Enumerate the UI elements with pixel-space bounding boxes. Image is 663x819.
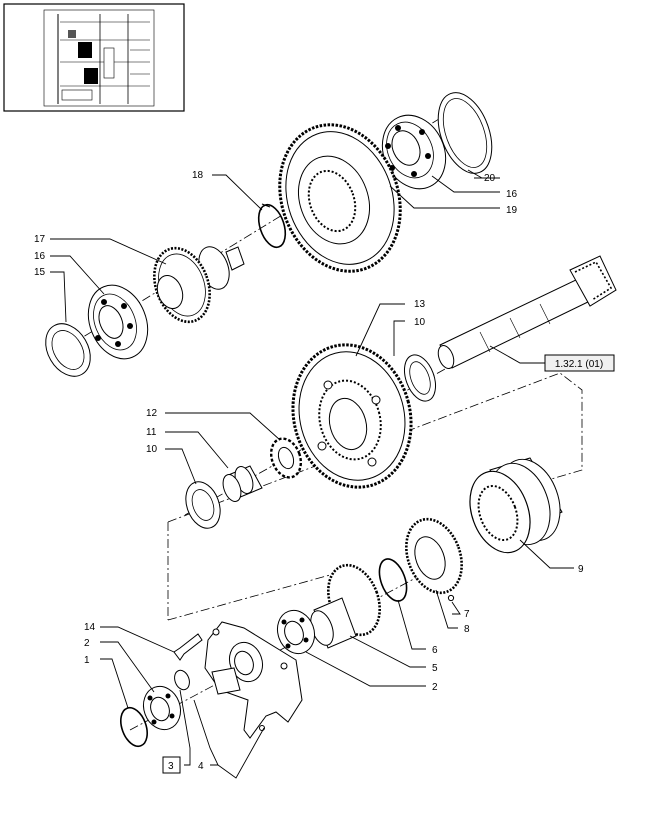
callout-1: 1 [84, 655, 90, 666]
bolt-14 [173, 633, 203, 661]
callout-6: 6 [432, 645, 438, 656]
callout-8: 8 [464, 624, 470, 635]
bearing-2-right [276, 609, 316, 655]
gear-13 [291, 343, 413, 489]
ref-label[interactable]: 1.32.1 (01) [555, 359, 603, 370]
inset-thumbnail [3, 3, 185, 112]
assembly-boundary [167, 372, 583, 523]
gear-5 [310, 563, 381, 649]
gear-8 [405, 517, 463, 595]
leader-lines [50, 169, 574, 779]
washer-15 [45, 323, 91, 377]
callout-10-left: 10 [146, 444, 158, 455]
ball-7 [447, 594, 455, 602]
axis-top [69, 99, 471, 346]
callout-2-right: 2 [432, 682, 438, 693]
callout-19: 19 [506, 205, 518, 216]
callout-9: 9 [578, 564, 584, 575]
item-3-box [162, 756, 181, 774]
callout-10-right: 10 [414, 317, 426, 328]
bearing-16-left [87, 284, 149, 360]
circlip-18 [257, 203, 287, 249]
callout-12: 12 [146, 408, 158, 419]
gear-19 [278, 123, 402, 273]
callout-4: 4 [198, 761, 204, 772]
assembly-boundary-bottom [167, 574, 331, 621]
bearing-1 [142, 685, 182, 731]
housing-bracket [204, 621, 303, 739]
washer-10-left [185, 481, 221, 529]
pinion-shaft [437, 255, 617, 370]
snap-ring-6 [378, 558, 408, 602]
callout-18: 18 [192, 170, 204, 181]
callout-16-left: 16 [34, 251, 46, 262]
callout-16-top: 16 [506, 189, 518, 200]
callout-2-left: 2 [84, 638, 90, 649]
washer-2-left [174, 669, 190, 691]
callout-5: 5 [432, 663, 438, 674]
snap-ring-1 [120, 706, 148, 748]
shaft-gear-17 [153, 246, 245, 324]
callout-20: 20 [484, 173, 496, 184]
callout-7: 7 [464, 609, 470, 620]
callout-17: 17 [34, 234, 46, 245]
bearing-16-top [381, 114, 447, 190]
bush-11 [222, 465, 263, 502]
callout-3: 3 [168, 761, 174, 772]
reference-box[interactable] [544, 354, 615, 372]
coupling-9 [469, 457, 563, 554]
washer-10-right [403, 354, 437, 402]
callout-14: 14 [84, 622, 96, 633]
callout-13: 13 [414, 299, 426, 310]
callout-11: 11 [146, 427, 157, 438]
callout-15: 15 [34, 267, 46, 278]
